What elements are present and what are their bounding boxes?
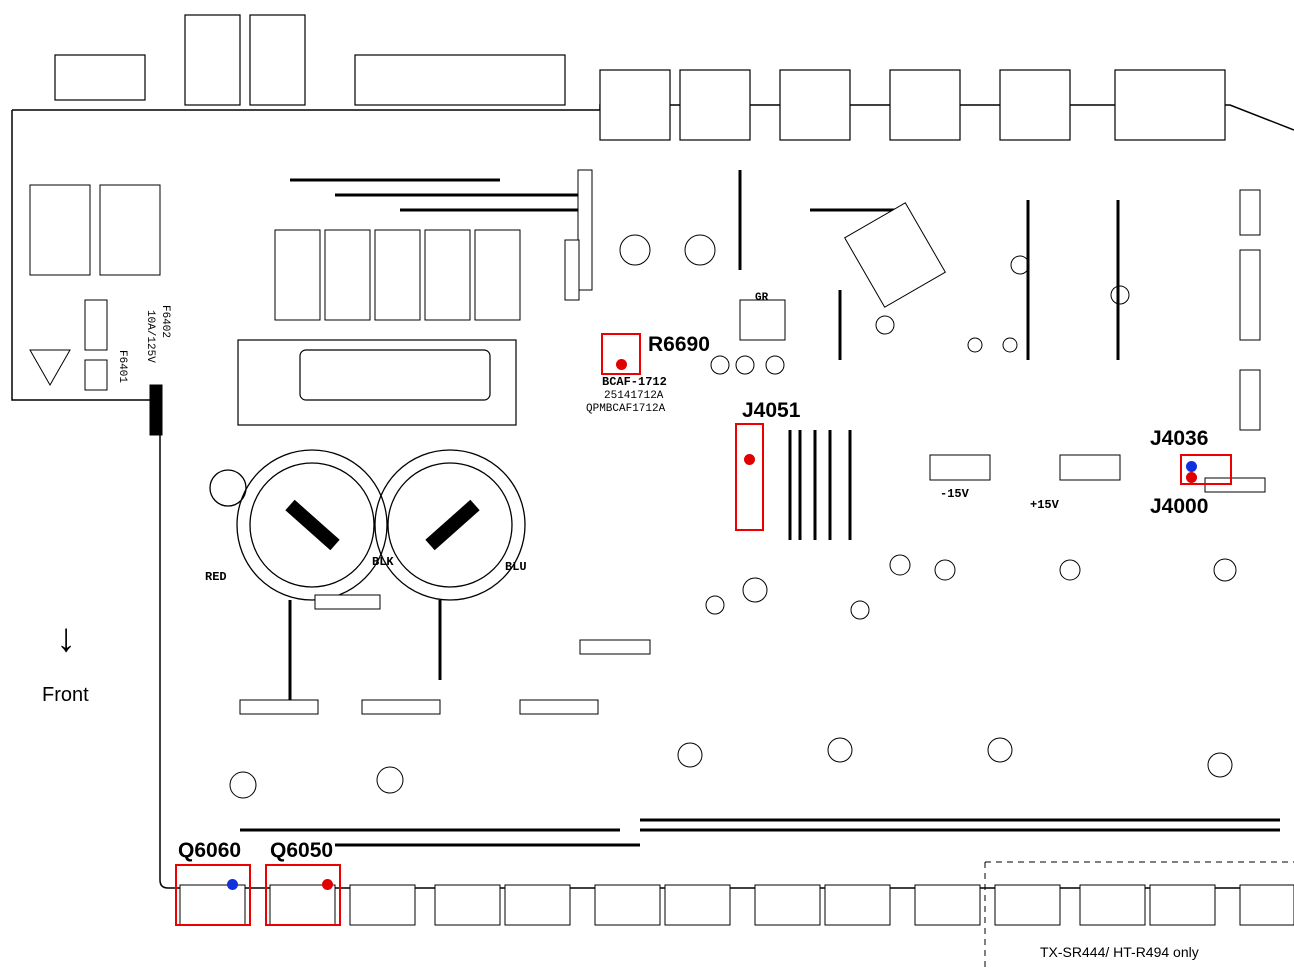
part-code-2: 25141712A [604,390,664,402]
fuse-rating-label: 10A/125V [144,310,156,363]
highlight-q6050 [265,864,341,926]
red-marker-j4000 [1186,472,1197,483]
red-label: RED [205,570,227,584]
minus-15v-label: -15V [940,487,970,501]
small-capacitors [229,234,1237,799]
variant-region-border [984,861,1294,968]
callout-j4036: J4036 [1148,427,1211,450]
blu-label: BLU [505,560,527,574]
front-label: Front [42,684,89,706]
fuse-label-a: F6402 [159,305,171,338]
output-transistors [179,884,1294,926]
highlight-r6690 [601,333,641,375]
plus-15v-label: +15V [1030,498,1060,512]
blk-label: BLK [372,555,394,569]
red-marker-q6050 [322,879,333,890]
board-outline [11,110,1294,889]
fuse-area [29,184,163,436]
part-code-1: BCAF-1712 [602,375,667,389]
highlight-j4051 [735,423,764,531]
heatsink-block [237,339,517,426]
callout-r6690: R6690 [646,333,712,356]
callout-q6060: Q6060 [176,839,244,862]
callout-j4051: J4051 [740,399,803,422]
blue-marker-q6060 [227,879,238,890]
red-marker-r6690 [616,359,627,370]
ic-headers [239,169,1266,715]
variant-note: TX-SR444/ HT-R494 only [1040,944,1199,960]
callout-j4000: J4000 [1148,495,1211,518]
fuse-label-b: F6401 [116,350,128,383]
top-connectors [54,14,1226,141]
gr-label: GR [755,292,769,304]
callout-q6050: Q6050 [268,839,336,862]
front-arrow-icon: ↓ [56,616,76,660]
highlight-j4036-j4000 [1180,454,1232,485]
part-code-3: QPMBCAF1712A [586,403,666,415]
relay-row [274,229,521,321]
highlight-q6060 [175,864,251,926]
jumper-wires [240,170,1280,847]
red-marker-j4051 [744,454,755,465]
blue-marker-j4036 [1186,461,1197,472]
main-capacitors [209,449,526,601]
